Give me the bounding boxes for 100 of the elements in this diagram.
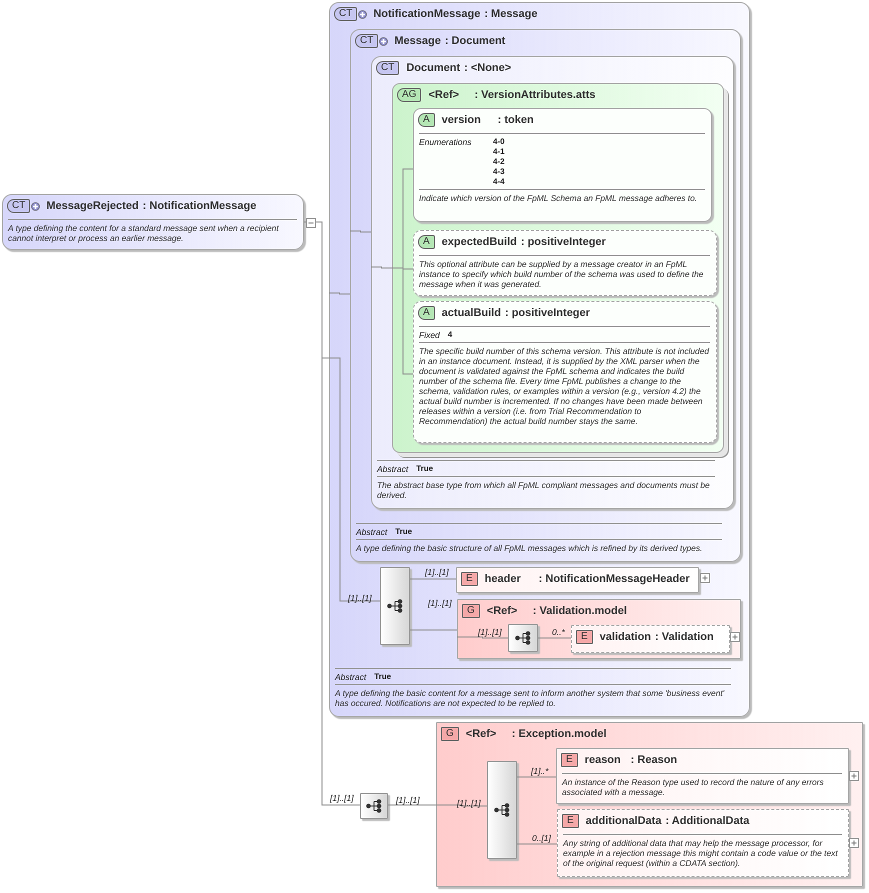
cardinality-label: [1]..[1] [348, 593, 372, 603]
cardinality-label: [1]..[1] [478, 627, 502, 637]
cardinality-label: [1]..[1] [425, 567, 449, 577]
type-badge: A [418, 235, 435, 249]
attribute-box [413, 301, 717, 443]
element-box [556, 748, 849, 804]
type-badge: AG [397, 88, 422, 102]
sequence-compositor [360, 793, 388, 819]
node-name: <Ref> [428, 89, 460, 101]
node-name: <Ref> [466, 728, 498, 740]
node-name: reason [584, 754, 622, 766]
type-name: : Exception.model [512, 728, 607, 740]
node-name: Document [406, 62, 460, 74]
attribute-box [413, 230, 717, 296]
property-key: Enumerations [419, 137, 485, 147]
type-badge: E [561, 753, 578, 767]
property-value: 4-3 [493, 167, 505, 177]
description-text: Indicate which version of the FpML Schema an FpML message adheres to. [419, 193, 698, 203]
connector-line [392, 268, 414, 374]
cardinality-label: 0..[1] [532, 833, 551, 843]
cardinality-label: [1]..* [531, 766, 548, 776]
node-name: MessageRejected [46, 200, 139, 212]
type-badge: E [562, 814, 579, 828]
sequence-compositor [380, 567, 410, 645]
type-name: : Message [484, 8, 538, 20]
description-text: A type defining the content for a standard message sent when a recipient cannot interpret or process an earlier message. [8, 223, 280, 243]
property-key: Abstract [335, 672, 366, 682]
type-badge: E [461, 572, 478, 586]
property-value: 4-4 [493, 177, 505, 187]
complex-type-box [2, 194, 304, 250]
element-box [456, 567, 699, 593]
cardinality-label: [1]..[1] [396, 795, 420, 805]
complex-type-box [350, 29, 741, 562]
type-badge: G [441, 727, 459, 741]
group-box [457, 599, 741, 659]
node-name: validation [600, 631, 652, 643]
connector-line [436, 804, 488, 806]
description-text: This optional attribute can be supplied by a message creator in an FpML instance to specify which build number of the schema was used to define the message when it was generated. [419, 259, 704, 289]
type-name: : VersionAttributes.atts [474, 89, 596, 101]
description-text: The abstract base type from which all FpML compliant messages and documents must be derived. [377, 480, 711, 500]
description-text: The specific build number of this schema version. This attribute is not included in an instance document. Instead, it is supplied by the XML parser when the document is validated against the FpML schema and indicates the build number of the schema file. Every time FpML publishes a change to the schema, validation rules, or examples within a version (e.g., version 4.2) the actual build number is incremented. If no changes have been made between releases within a version (i.e. from Trial Recommendation to Recommendation) the actual build number stays the same. [419, 346, 710, 426]
type-name: : Reason [630, 754, 678, 766]
node-name: header [484, 573, 522, 585]
property-value: 4-1 [493, 147, 505, 157]
complex-type-box [329, 2, 750, 717]
description-text: An instance of the Reason type used to record the nature of any errors associated with a message. [562, 777, 825, 797]
connector-line [370, 266, 392, 268]
type-name: : token [498, 114, 534, 126]
connector-line [456, 636, 508, 638]
connector-line [410, 578, 456, 580]
cardinality-label: 0..* [552, 627, 565, 637]
cardinality-label: [1]..[1] [457, 798, 481, 808]
node-name: actualBuild [442, 307, 501, 319]
group-box [436, 722, 863, 887]
type-badge: G [462, 604, 480, 618]
cardinality-label: [1]..[1] [428, 598, 452, 608]
connector-line [516, 776, 556, 778]
sequence-compositor [487, 761, 517, 859]
type-badge: CT [355, 34, 378, 48]
type-name: : positiveInteger [520, 236, 606, 248]
type-name: : NotificationMessageHeader [538, 573, 690, 585]
type-badge: E [576, 630, 593, 644]
connector-line [388, 804, 436, 806]
cardinality-label: [1]..[1] [330, 793, 354, 803]
property-value: True [395, 527, 412, 537]
type-name: : Validation [655, 631, 714, 643]
element-box [557, 809, 849, 877]
property-value: 4 [448, 330, 452, 340]
description-text: A type defining the basic content for a message sent to inform another system that some 'business event' has occured. Notifications are not expected to be replied to. [335, 688, 726, 708]
description-text: Any string of additional data that may help the message processor, for example in a rejection message this might contain a code value or the text of the original request (within a CDATA section). [563, 838, 839, 868]
type-name: : <None> [464, 62, 512, 74]
sequence-compositor [508, 624, 538, 652]
property-value: True [416, 464, 434, 474]
description-text: A type defining the basic structure of all FpML messages which is refined by its derived types. [356, 543, 704, 553]
element-box [571, 625, 730, 653]
connector-line [350, 230, 372, 232]
property-value: 4-2 [493, 157, 505, 167]
property-key: Fixed [419, 330, 440, 340]
type-badge: CT [376, 61, 400, 75]
property-key: Abstract [356, 527, 388, 537]
attribute-box [413, 108, 712, 222]
node-name: expectedBuild [442, 236, 517, 248]
node-name: NotificationMessage [373, 8, 480, 20]
type-badge: CT [334, 7, 358, 21]
type-name: : Validation.model [532, 605, 627, 617]
complex-type-box [371, 56, 734, 509]
connector-line [328, 358, 380, 602]
type-badge: A [418, 113, 435, 127]
connector-line [328, 292, 350, 294]
node-name: additionalData [586, 815, 662, 827]
property-value: 4-0 [493, 137, 505, 147]
type-name: : AdditionalData [665, 815, 750, 827]
node-name: <Ref> [486, 605, 518, 617]
type-name: : NotificationMessage [142, 200, 256, 212]
type-name: : positiveInteger [504, 307, 590, 319]
node-name: Message [394, 35, 441, 47]
type-badge: A [418, 306, 435, 320]
property-value: True [374, 672, 392, 682]
property-key: Abstract [377, 464, 408, 474]
type-badge: CT [7, 199, 30, 213]
